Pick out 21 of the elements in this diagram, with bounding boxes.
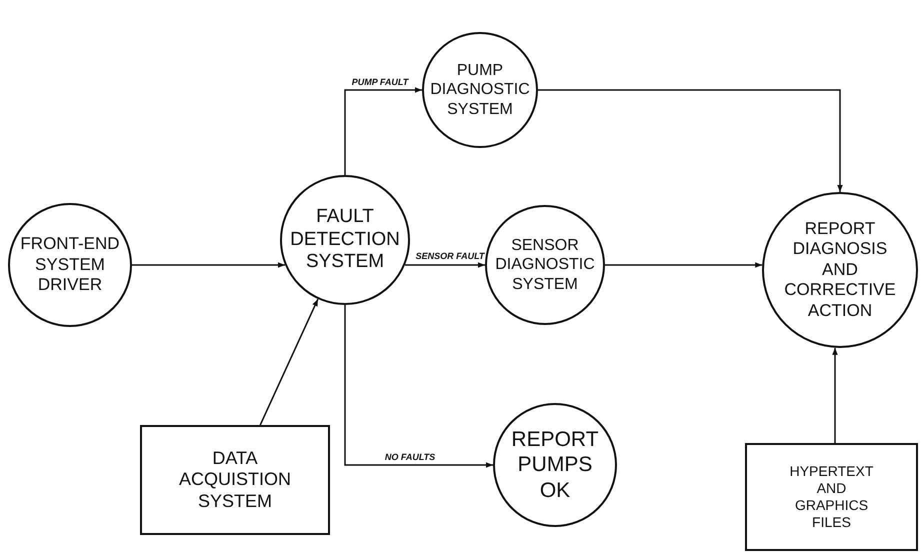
node-label: PUMP DIAGNOSTIC SYSTEM [429,61,531,119]
edge-label: PUMP FAULT [350,77,410,87]
data-box [140,425,330,535]
arrow [832,348,838,443]
node-label: REPORT PUMPS OK [510,427,600,503]
data-box [745,443,918,551]
arrow [260,298,319,426]
node-label: HYPERTEXT AND GRAPHICS FILES [788,463,874,531]
arrow [344,305,493,468]
node-label: SENSOR DIAGNOSTIC SYSTEM [494,236,596,294]
node-label: FAULT DETECTION SYSTEM [289,206,401,274]
edge-label: NO FAULTS [382,452,438,462]
arrow [538,89,843,192]
arrow [132,262,285,268]
node-label: FRONT-END SYSTEM DRIVER [20,234,120,296]
arrow [344,87,422,175]
edge-label: SENSOR FAULT [414,251,486,261]
node-label: DATA ACQUISTION SYSTEM [178,448,292,512]
node-label: REPORT DIAGNOSIS AND CORRECTIVE ACTION [783,219,897,321]
arrow [605,262,762,268]
arrow [405,262,485,268]
